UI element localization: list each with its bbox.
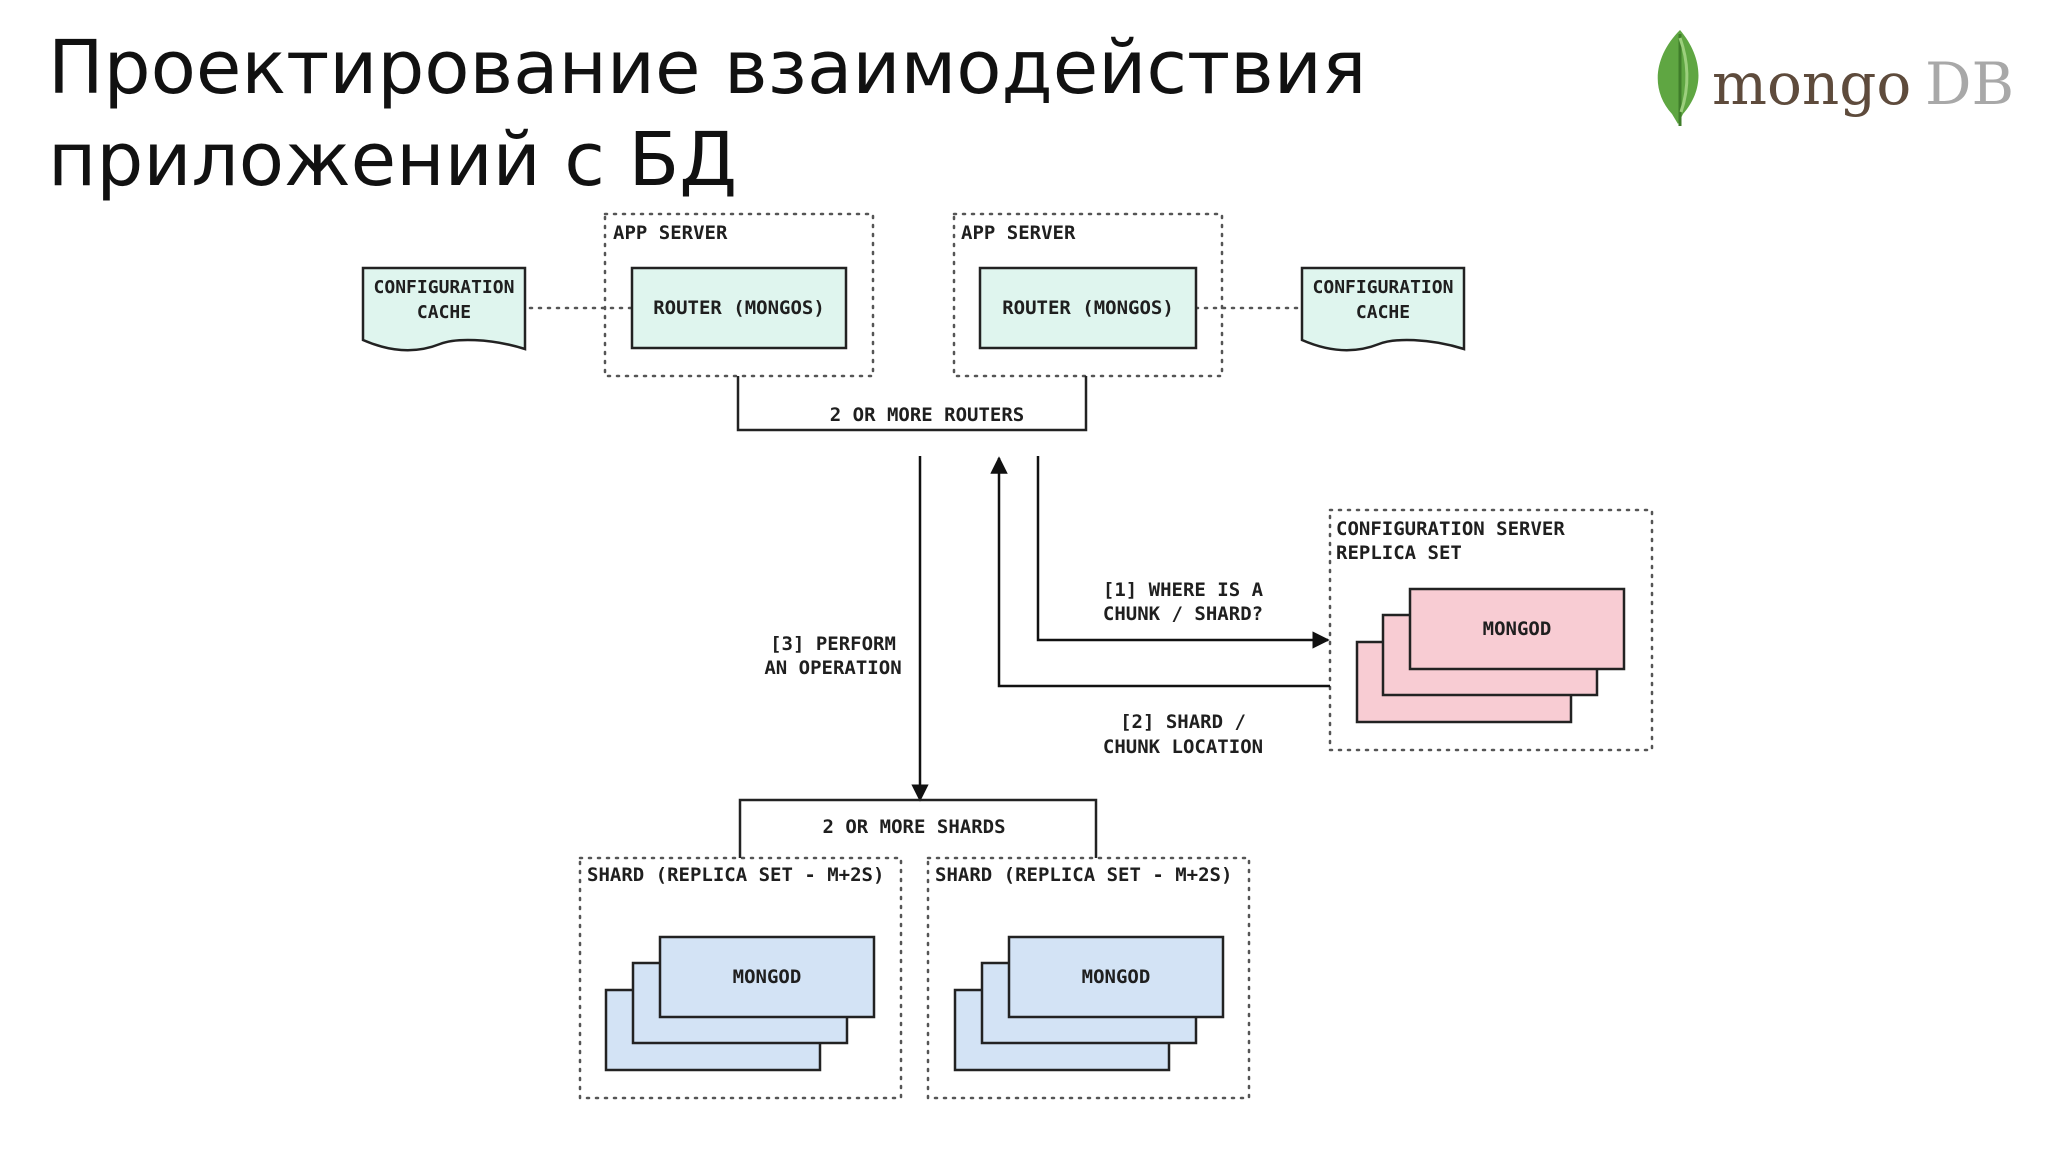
- app-server-1-label: APP SERVER: [613, 222, 728, 244]
- shard-2-mongod-front: [1007, 935, 1225, 1019]
- router-2: [978, 266, 1198, 350]
- routers-group-label: 2 OR MORE ROUTERS: [830, 404, 1024, 426]
- shard-1-label: SHARD (REPLICA SET - M+2S): [587, 864, 884, 886]
- config-server: CONFIGURATION SERVER REPLICA SET MONGOD: [1336, 518, 1626, 724]
- config-cache-1: CONFIGURATION CACHE: [361, 266, 527, 352]
- router-1-label: ROUTER (MONGOS): [653, 297, 825, 319]
- router-1: [630, 266, 848, 350]
- app-server-2-frame: [952, 212, 1224, 378]
- shards-bracket: [738, 798, 1098, 858]
- config-cache-1-line1: CONFIGURATION: [374, 277, 515, 298]
- config-server-line1: CONFIGURATION SERVER: [1336, 518, 1565, 540]
- shard-2-frame: [926, 856, 1251, 1100]
- title-line-1: Проектирование взаимодействия: [48, 25, 1367, 111]
- title-line-2: приложений с БД: [48, 117, 738, 203]
- app-server-2: APP SERVER ROUTER (MONGOS): [961, 222, 1198, 350]
- shard-1: SHARD (REPLICA SET - M+2S) MONGOD: [587, 864, 884, 1072]
- shard-2-mongod-label: MONGOD: [1082, 966, 1151, 988]
- shard-1-frame: [578, 856, 903, 1100]
- config-mongod-front: [1408, 587, 1626, 671]
- logo-mongo-text: mongo: [1712, 50, 1911, 118]
- step2-line2: CHUNK LOCATION: [1103, 736, 1263, 758]
- step2-line1: [2] SHARD /: [1120, 711, 1246, 733]
- router-2-label: ROUTER (MONGOS): [1002, 297, 1174, 319]
- step3-line2: AN OPERATION: [764, 657, 901, 679]
- step1-line1: [1] WHERE IS A: [1103, 579, 1264, 601]
- routers-bracket: [736, 376, 1088, 432]
- shard-2: SHARD (REPLICA SET - M+2S) MONGOD: [935, 864, 1232, 1072]
- step1-line2: CHUNK / SHARD?: [1103, 603, 1263, 625]
- logo-db-text: DB: [1925, 50, 2014, 118]
- config-cache-2-line1: CONFIGURATION: [1313, 277, 1454, 298]
- slide-title: Проектирование взаимодействия приложений…: [48, 22, 1367, 206]
- shard-1-mongod-label: MONGOD: [733, 966, 802, 988]
- step3-line1: [3] PERFORM: [770, 633, 896, 655]
- shard-2-label: SHARD (REPLICA SET - M+2S): [935, 864, 1232, 886]
- mongodb-logo: mongo DB: [1657, 30, 2014, 126]
- config-cache-1-line2: CACHE: [417, 302, 471, 323]
- shards-group-label: 2 OR MORE SHARDS: [822, 816, 1005, 838]
- config-cache-2: CONFIGURATION CACHE: [1300, 266, 1466, 352]
- app-server-1-frame: [603, 212, 875, 378]
- config-cache-2-line2: CACHE: [1356, 302, 1410, 323]
- app-server-2-label: APP SERVER: [961, 222, 1076, 244]
- leaf-icon: [1657, 30, 1699, 126]
- shard-1-mongod-front: [658, 935, 876, 1019]
- location-return-arrow: [990, 456, 1330, 688]
- app-server-1: APP SERVER ROUTER (MONGOS): [613, 222, 848, 350]
- config-mongod-label: MONGOD: [1483, 618, 1552, 640]
- config-server-line2: REPLICA SET: [1336, 542, 1462, 564]
- query-config-arrow: [1036, 456, 1330, 649]
- config-server-frame: [1328, 508, 1654, 752]
